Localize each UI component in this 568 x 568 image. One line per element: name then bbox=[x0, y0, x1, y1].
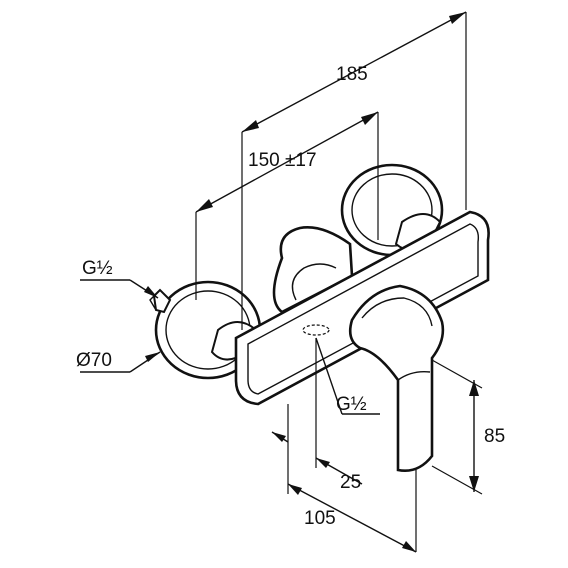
dim-offset: 25 bbox=[340, 472, 361, 493]
dim-flange-diameter: Ø70 bbox=[76, 350, 112, 371]
mixer-body bbox=[149, 163, 490, 472]
dim-overall-width: 185 bbox=[336, 64, 368, 85]
dim-thread-bottom: G½ bbox=[336, 394, 367, 415]
dim-height: 85 bbox=[484, 426, 505, 447]
dim-depth: 105 bbox=[304, 508, 336, 529]
dimension-lines bbox=[80, 11, 483, 553]
wall-flange-right-inner bbox=[351, 173, 433, 247]
dim-center-distance: 150 ±17 bbox=[248, 150, 317, 171]
dim-thread-left: G½ bbox=[82, 258, 113, 279]
lever-handle bbox=[348, 284, 445, 472]
outlet-marker bbox=[302, 324, 330, 336]
